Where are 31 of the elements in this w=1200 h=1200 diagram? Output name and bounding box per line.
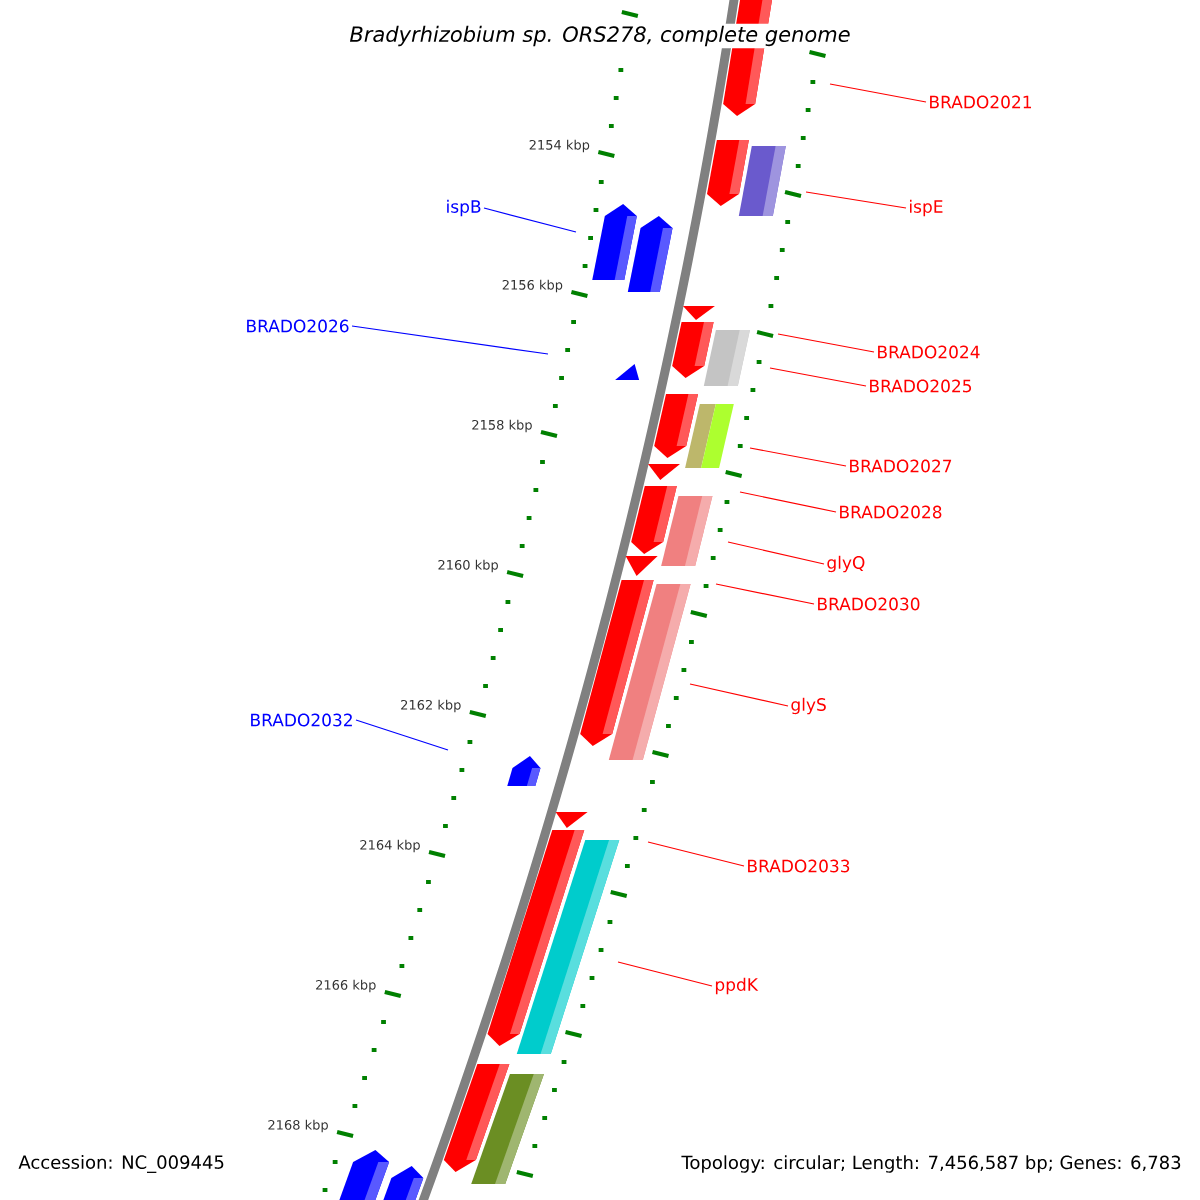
- leader-line: [777, 333, 875, 353]
- gene-label: BRADO2028: [840, 505, 942, 519]
- leader-line: [769, 367, 867, 387]
- leader-line: [351, 325, 549, 355]
- genome-summary: Topology: circular; Length: 7,456,587 bp; Genes: 6,783: [679, 1153, 1184, 1175]
- leader-line: [483, 207, 577, 233]
- leader-line: [715, 583, 815, 605]
- leader-line: [617, 961, 713, 987]
- leader-line: [739, 491, 837, 513]
- leader-line: [647, 841, 745, 867]
- gene-label: ispB: [447, 199, 481, 217]
- gene-label: glyQ: [827, 555, 865, 573]
- leader-line: [689, 683, 789, 707]
- gene-label: BRADO2026: [247, 319, 349, 333]
- gene-label: BRADO2032: [251, 713, 352, 727]
- leader-line: [805, 191, 907, 209]
- title: Bradyrhizobium sp. ORS278, complete genome: [347, 23, 853, 49]
- gene-label: BRADO2027: [850, 459, 952, 473]
- gene-label: BRADO2025: [870, 379, 972, 393]
- accession-text: Accession: NC_009445: [18, 1155, 224, 1173]
- leader-line: [749, 447, 847, 467]
- gene-label: BRADO2030: [818, 597, 920, 611]
- gene-label: ppdK: [715, 977, 759, 995]
- gene-label: BRADO2033: [748, 859, 850, 873]
- leader-line: [355, 719, 449, 751]
- gene-label: BRADO2021: [930, 95, 1031, 109]
- gene-label: ispE: [910, 199, 943, 217]
- leader-line: [829, 83, 927, 103]
- gene-label: glyS: [791, 697, 826, 715]
- gene-label: BRADO2024: [878, 345, 980, 359]
- leader-line: [727, 541, 825, 565]
